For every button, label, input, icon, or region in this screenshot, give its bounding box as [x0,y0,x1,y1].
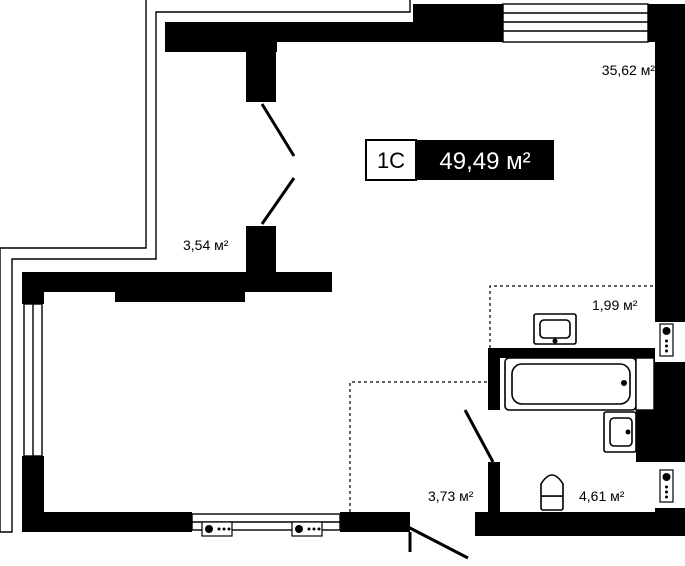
room-area-laundry: 1,99 м² [592,297,638,313]
room-area-corridor: 3,73 м² [428,488,474,504]
apartment-total-area: 49,49 м² [439,148,530,175]
walls [22,4,685,536]
apartment-badge: 1С 49,49 м² [365,139,554,181]
toilet-icon [540,474,564,511]
sink-icon [603,411,637,453]
room-area-living: 35,62 м² [602,62,656,78]
zone-boundaries [349,285,655,512]
door-swing-icon [260,103,495,560]
room-area-bathroom: 4,61 м² [579,488,625,504]
window-icon [502,3,649,43]
room-area-hall: 3,54 м² [183,237,229,253]
window-icon [23,303,43,457]
socket-icon [291,521,323,537]
outer-contour [0,0,411,533]
socket-icon [659,323,674,357]
socket-icon [659,469,674,503]
bathtub-icon [504,357,655,411]
sink-icon [533,313,577,345]
socket-icon [201,521,233,537]
apartment-type: 1С [377,148,405,173]
